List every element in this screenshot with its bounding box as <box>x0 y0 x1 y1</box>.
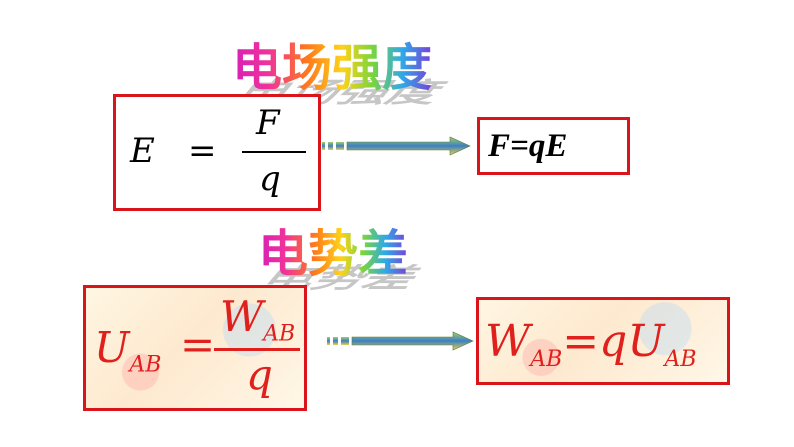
arrow-right-icon <box>322 136 471 156</box>
num-main: W <box>220 292 264 341</box>
formula-equals: = <box>180 320 216 369</box>
formula-numerator: F <box>256 103 280 143</box>
res-rhs-main: U <box>627 316 665 367</box>
formula-field-box: E = F q <box>113 94 321 211</box>
result-potential-box: WAB=qUAB <box>476 297 730 385</box>
res-lhs-sub: AB <box>530 346 563 372</box>
res-lhs-main: W <box>485 316 531 367</box>
lhs-main: U <box>94 323 130 372</box>
fraction-bar <box>214 348 300 351</box>
formula-equals: = <box>188 131 217 171</box>
formula-denominator: q <box>259 159 281 199</box>
res-equals: = <box>562 316 600 367</box>
title-text: 电场强度 <box>232 39 432 97</box>
result-text: F=qE <box>488 128 568 164</box>
formula-numerator: WAB <box>220 292 295 346</box>
res-q: q <box>599 316 628 367</box>
arrow-right-icon <box>327 331 474 351</box>
title-field-strength: 电场强度 电场强度 <box>227 28 454 108</box>
res-rhs-sub: AB <box>664 346 697 372</box>
title-text: 电势差 <box>258 225 408 283</box>
title-potential-difference: 电势差 电势差 <box>253 214 430 294</box>
result-formula: WAB=qUAB <box>485 316 697 372</box>
formula-lhs: E <box>130 131 155 171</box>
num-sub: AB <box>263 321 296 347</box>
fraction-bar <box>242 151 306 153</box>
formula-potential-box: UAB = WAB q <box>83 285 307 411</box>
result-field-box: F=qE <box>477 117 630 175</box>
formula-denominator: q <box>246 350 273 399</box>
formula-lhs: UAB <box>94 323 161 377</box>
lhs-sub: AB <box>129 352 162 378</box>
